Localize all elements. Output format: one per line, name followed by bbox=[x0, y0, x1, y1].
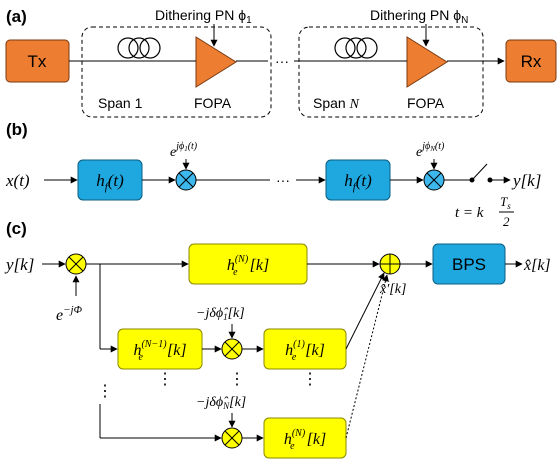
dithering-1-label: Dithering PN ϕ1 bbox=[155, 7, 252, 26]
bps-label: BPS bbox=[452, 255, 486, 274]
span-1-label: Span 1 bbox=[98, 95, 143, 111]
adder-icon bbox=[379, 253, 401, 275]
input-phase-label: e−jΦ bbox=[56, 304, 83, 324]
vertical-ellipsis: ⋮ bbox=[229, 371, 245, 388]
input-yk: y[k] bbox=[4, 255, 34, 274]
ellipsis: ··· bbox=[275, 53, 289, 69]
mixer-icon bbox=[423, 169, 445, 191]
filter-mid-label: h(1)e[k] bbox=[285, 339, 325, 363]
span-n-box bbox=[298, 26, 484, 118]
phase-correction-n-label: −jδϕ̂N[k] bbox=[196, 395, 246, 411]
phase-n-label: ejϕN(t) bbox=[416, 141, 445, 160]
span-1-box bbox=[81, 26, 272, 118]
rx-label: Rx bbox=[521, 52, 542, 71]
mixer-icon bbox=[221, 427, 243, 449]
tx-label: Tx bbox=[28, 52, 47, 71]
pulse-filter-2-label: hf(t) bbox=[344, 171, 372, 193]
rx-block bbox=[505, 39, 557, 83]
span-n-label: Span N bbox=[313, 95, 360, 112]
sampling-numerator: Ts bbox=[500, 194, 511, 211]
phase-correction-1-label: −jδϕ̂1[k] bbox=[196, 306, 245, 322]
dithering-n-label: Dithering PN ϕN bbox=[370, 7, 468, 26]
fopa-1-label: FOPA bbox=[194, 95, 232, 111]
fopa-n-amplifier-icon bbox=[406, 36, 448, 88]
mixer-icon bbox=[65, 253, 87, 275]
fopa-n-label: FOPA bbox=[407, 95, 445, 111]
filter-left-label: h(N−1)e[k] bbox=[133, 339, 186, 363]
vertical-ellipsis: ⋮ bbox=[157, 371, 173, 388]
pulse-filter-1-label: hf(t) bbox=[96, 171, 124, 193]
output-xhat: x̂[k] bbox=[523, 257, 551, 274]
mixer-icon bbox=[175, 169, 197, 191]
panel-c-label: (c) bbox=[6, 219, 27, 238]
output-yk: y[k] bbox=[511, 171, 541, 190]
vertical-ellipsis: ⋮ bbox=[97, 383, 113, 400]
mixer-icon bbox=[221, 338, 243, 360]
panel-a-label: (a) bbox=[6, 7, 27, 26]
dotted-signal-line bbox=[345, 274, 389, 439]
adder-output-label: x̂′[k] bbox=[379, 282, 406, 297]
panel-b-label: (b) bbox=[6, 120, 28, 139]
vertical-ellipsis: ⋮ bbox=[302, 371, 318, 388]
ellipsis: ··· bbox=[276, 172, 290, 188]
fiber-coil-icon bbox=[334, 37, 378, 59]
fiber-coil-icon bbox=[117, 37, 161, 59]
phase-1-label: ejϕ1(t) bbox=[170, 141, 198, 160]
sampling-switch bbox=[471, 163, 488, 181]
sampling-denominator: 2 bbox=[503, 214, 510, 229]
filter-top-label: h(N)e[k] bbox=[227, 254, 269, 278]
filter-bot-label: h(N)e[k] bbox=[284, 428, 326, 452]
signal-line bbox=[345, 272, 385, 350]
sampling-time-label: t = k bbox=[455, 205, 484, 221]
input-xt: x(t) bbox=[5, 171, 30, 190]
fopa-1-amplifier-icon bbox=[195, 36, 237, 88]
